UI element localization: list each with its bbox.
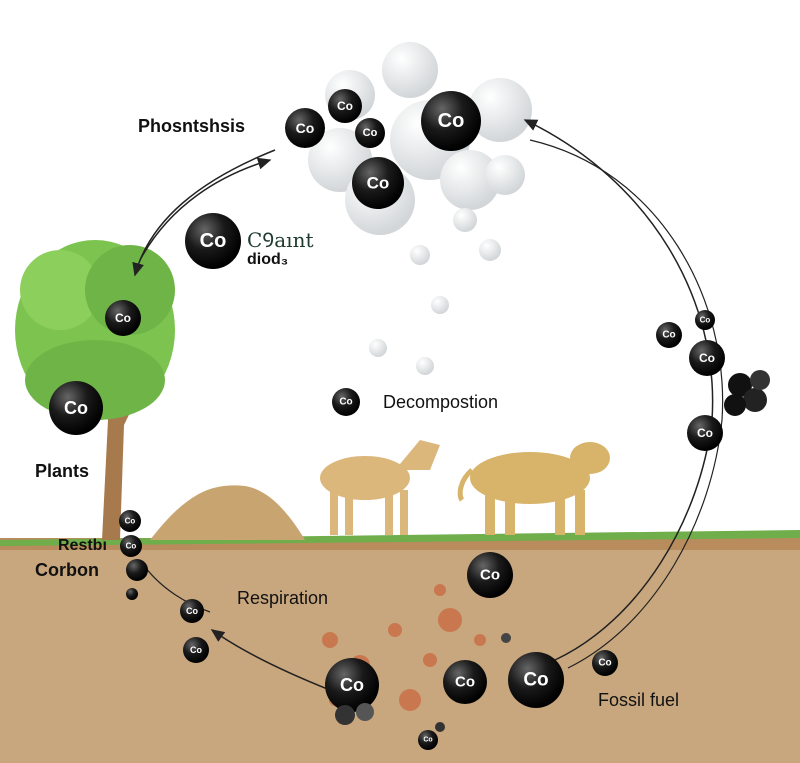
co2-molecule: Co (695, 310, 715, 330)
label-plants: Plants (35, 461, 90, 481)
svg-text:Co: Co (125, 517, 136, 526)
co2-molecule: Co (443, 660, 487, 704)
svg-text:Co: Co (697, 426, 713, 440)
svg-text:Co: Co (423, 737, 432, 744)
svg-text:Co: Co (367, 174, 390, 193)
animal-lioness (457, 442, 610, 535)
svg-text:Co: Co (296, 120, 315, 136)
co2-molecule: Co (421, 91, 481, 151)
co2-molecule: Co (687, 415, 723, 451)
co2-molecule: Co (508, 652, 564, 708)
co2-molecule: Co (332, 388, 360, 416)
soil (0, 538, 800, 763)
co2-molecule: Co (418, 730, 438, 750)
co2-molecule: Co (352, 157, 404, 209)
mound (150, 485, 305, 540)
label-carbon-dioxide-line1: CꝮaınt (247, 228, 314, 252)
co2-molecule: Co (285, 108, 325, 148)
co2-molecule: Co (325, 658, 379, 712)
label-fossil-fuel: Fossil fuel (598, 690, 680, 710)
svg-text:Co: Co (115, 311, 131, 325)
tree (15, 240, 175, 540)
co2-molecule: Co (183, 637, 209, 663)
svg-text:Co: Co (186, 606, 198, 616)
co2-molecule: Co (328, 89, 362, 123)
co2-molecule: Co (185, 213, 241, 269)
label-reservoir-line1: Restbı (58, 537, 107, 554)
co2-molecule: Co (105, 300, 141, 336)
svg-text:Co: Co (480, 567, 500, 584)
co2-molecule: Co (689, 340, 725, 376)
co2-molecule: Co (49, 381, 103, 435)
co2-molecule: Co (355, 118, 385, 148)
svg-text:Co: Co (438, 110, 465, 132)
label-photosynthesis: Phosntshsis (138, 116, 246, 136)
svg-text:Co: Co (363, 127, 378, 139)
svg-text:Co: Co (340, 675, 364, 695)
grass (0, 530, 800, 546)
co2-molecules: Co Co Co Co Co Co Co Co Co Co Co Co Co C… (49, 89, 770, 750)
co2-molecule: Co (119, 510, 141, 532)
animal-goat (320, 440, 440, 535)
svg-text:Co: Co (337, 99, 353, 113)
svg-text:Co: Co (662, 330, 675, 341)
svg-text:Co: Co (523, 670, 548, 691)
label-respiration: Respiration (237, 588, 329, 608)
arrow-respiration (210, 629, 331, 691)
svg-text:Co: Co (455, 674, 475, 691)
co2-molecule: Co (120, 535, 142, 557)
svg-text:Co: Co (700, 316, 711, 325)
label-carbon-dioxide-line2: diod₃ (247, 251, 289, 268)
co2-molecule: Co (180, 599, 204, 623)
arrow-photosynthesis-up (139, 157, 272, 261)
svg-text:Co: Co (339, 397, 352, 408)
co2-molecule: Co (592, 650, 618, 676)
svg-text:Co: Co (126, 542, 137, 551)
label-decomposition: Decompostion (383, 392, 499, 412)
svg-text:Co: Co (598, 658, 611, 669)
arrow-fossil-to-atmosphere-2 (529, 139, 724, 669)
svg-text:Co: Co (200, 230, 227, 252)
co2-molecule: Co (656, 322, 682, 348)
svg-text:Co: Co (699, 351, 715, 365)
co2-molecule: Co (467, 552, 513, 598)
label-reservoir-line2: Corbon (35, 560, 99, 580)
svg-text:Co: Co (64, 398, 88, 418)
svg-text:Co: Co (190, 645, 202, 655)
